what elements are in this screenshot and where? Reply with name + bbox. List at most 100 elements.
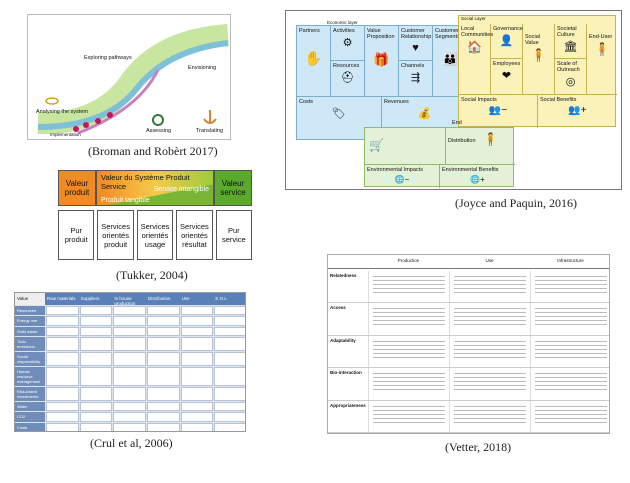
vetter-row: Relatedness — [328, 271, 609, 304]
crul-cell — [113, 336, 147, 351]
crul-cell — [147, 336, 180, 351]
crul-cell — [113, 422, 147, 431]
user-icon: 🧍 — [594, 42, 610, 57]
social-value-cell: Social Value — [525, 34, 540, 47]
crul-h2: Suppliers — [78, 293, 113, 305]
crul-cell — [147, 316, 180, 326]
crul-cell — [214, 336, 245, 351]
crul-row-label: Costs — [15, 422, 45, 431]
crul-cell — [180, 336, 214, 351]
crul-cell — [214, 386, 245, 401]
crul-cell — [180, 316, 214, 326]
helmet-icon: ⛑ — [340, 72, 355, 85]
crul-cell — [147, 401, 180, 412]
crul-row: Solid waste — [15, 326, 245, 336]
crul-cell — [46, 316, 79, 326]
vetter-row-label: Access — [330, 305, 346, 311]
end-user-cell: End-User — [589, 34, 613, 40]
crul-cell — [147, 366, 180, 386]
gear-icon: ⚙ — [342, 37, 353, 50]
valeur-service: Valeur service — [214, 170, 252, 206]
tukker-figure: Valeur produit Valeur du Système Produit… — [58, 170, 253, 262]
vetter-h0: Production — [397, 258, 420, 263]
crul-cell — [180, 366, 214, 386]
crul-cell — [113, 366, 147, 386]
crul-cell — [79, 316, 113, 326]
person-icon: 👤 — [499, 35, 514, 48]
revenues-cell: Revenues — [384, 99, 409, 105]
pur-produit: Pur produit — [58, 210, 95, 260]
eye-icon — [45, 97, 59, 105]
crul-h5: Use — [179, 293, 214, 305]
diagonal-split — [107, 184, 213, 205]
vetter-cell — [368, 271, 449, 303]
handshake-icon: ✋ — [304, 50, 323, 67]
crul-row: Energy use — [15, 316, 245, 326]
vetter-cell — [449, 335, 530, 368]
crul-figure: Value Raw materials Suppliers In house p… — [14, 292, 246, 432]
intangible-label: Service intangible — [153, 186, 209, 193]
vetter-row-label: Relatedness — [330, 273, 357, 278]
crul-row: Toxic emissions — [15, 336, 245, 351]
local-communities-cell: Local Communities — [461, 26, 494, 39]
end-cell: End — [452, 120, 462, 126]
crul-cell — [46, 366, 79, 386]
people-minus-icon: 👥− — [488, 105, 508, 117]
vetter-row: Bio-interaction — [328, 368, 609, 401]
crul-row: Costs — [15, 422, 245, 431]
label-implementation: Implementation — [50, 132, 81, 137]
resources-cell: Resources — [333, 63, 360, 69]
crul-cell — [46, 401, 79, 412]
money-bag-icon: 💰 — [417, 108, 432, 121]
vetter-cell — [368, 368, 449, 400]
crul-cell — [180, 326, 214, 336]
crul-cell — [214, 306, 245, 316]
crul-cell — [147, 351, 180, 366]
vetter-cell — [530, 303, 609, 335]
crul-cell — [214, 401, 245, 412]
caption-broman: (Broman and Robèrt 2017) — [88, 144, 218, 158]
crul-row-label: Risk-based investments — [15, 386, 45, 401]
vetter-h2: Infrastructure — [557, 258, 584, 263]
tag-icon: 🏷 — [332, 108, 346, 121]
vetter-row: Adaptability — [328, 335, 609, 369]
vetter-cell — [530, 400, 609, 433]
label-exploring: Exploring pathways — [84, 55, 132, 61]
crul-cell — [214, 422, 245, 431]
social-layer: Social Layer Local Communities🏠 Governan… — [458, 15, 617, 128]
broman-figure: Exploring pathways Envisioning Analysing… — [27, 14, 231, 140]
crul-cell — [79, 351, 113, 366]
temple-icon: 🏛 — [563, 41, 578, 54]
crul-h1: Raw materials — [45, 293, 79, 305]
vetter-cell — [368, 335, 449, 368]
caption-joyce: (Joyce and Paquin, 2016) — [455, 196, 577, 210]
crul-cell — [113, 351, 147, 366]
crul-cell — [79, 306, 113, 316]
crul-cell — [46, 336, 79, 351]
tangible-label: Produit tangible — [101, 197, 150, 204]
env-impacts-cell: Environmental Impacts — [367, 167, 423, 173]
vetter-cell — [368, 400, 449, 433]
person-icon: 🧍 — [531, 48, 546, 63]
vetter-cell — [530, 335, 609, 368]
star-markers — [73, 112, 113, 132]
crul-cell — [180, 401, 214, 412]
crul-cell — [113, 316, 147, 326]
crul-cell — [46, 412, 79, 422]
crul-row-label: Water — [15, 401, 45, 412]
heart-icon: ♥ — [412, 42, 419, 55]
vetter-cell — [449, 400, 530, 433]
crul-cell — [147, 306, 180, 316]
anchor-icon — [203, 110, 217, 124]
crul-row: Risk-based investments — [15, 386, 245, 401]
customer-relationship-cell: Customer Relationship — [401, 28, 432, 41]
crul-row: Water — [15, 401, 245, 412]
crul-row: Resources — [15, 306, 245, 316]
crul-cell — [113, 401, 147, 412]
channels-icon: ⇶ — [410, 72, 421, 85]
channels-cell: Channels — [401, 63, 425, 69]
vetter-cell — [449, 368, 530, 400]
crul-row-label: Human resource management — [15, 366, 45, 386]
vetter-cell — [449, 303, 530, 335]
